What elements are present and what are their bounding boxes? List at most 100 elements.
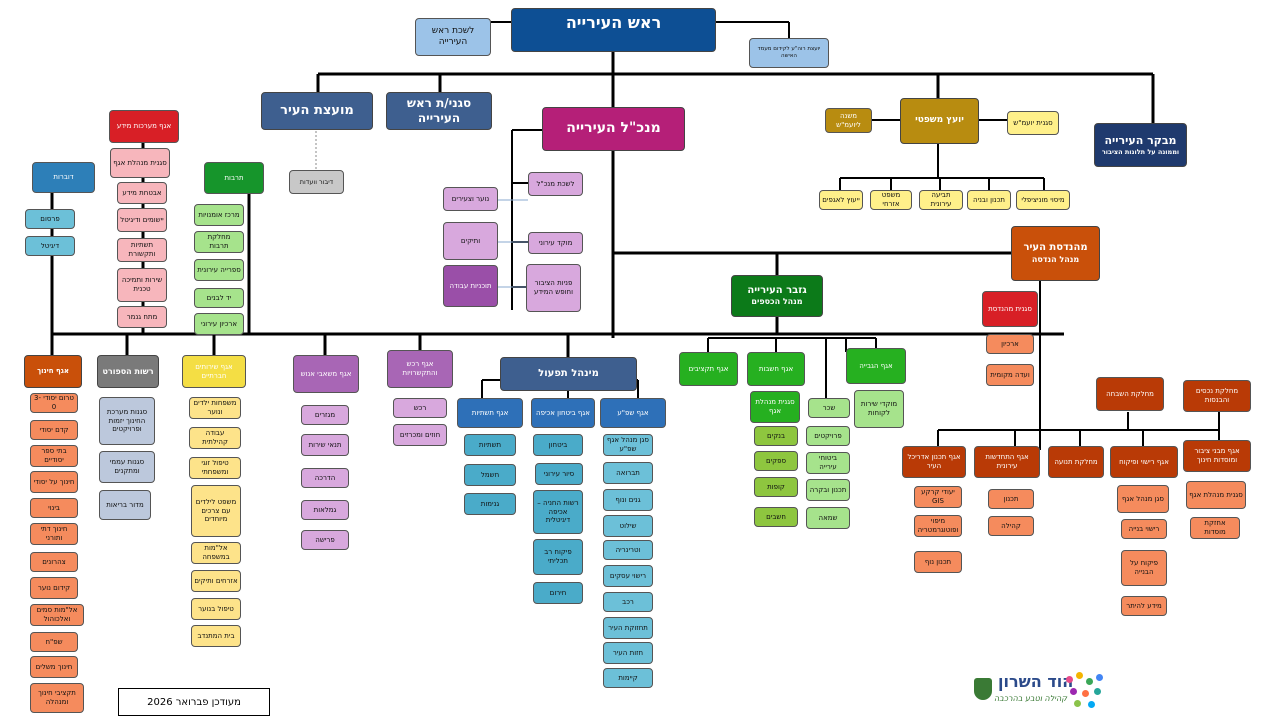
spokes-pr-box[interactable]: פרסום: [25, 209, 75, 229]
accounts-deputy-box[interactable]: סגנית מנהלת אגף: [750, 391, 800, 423]
education-box[interactable]: אגף חינוך: [24, 355, 82, 388]
deputy-mayor-box[interactable]: סגני/ת ראש העירייה: [386, 92, 492, 130]
legal-sub-agencies[interactable]: ייעוץ לאגפים: [819, 190, 863, 210]
info-infra-box[interactable]: תשתיות ותקשורת: [117, 238, 167, 262]
edu-building-box[interactable]: בינוי: [30, 498, 78, 518]
legal-advisor-box[interactable]: יועץ משפטי: [900, 98, 979, 144]
culture-memorial-box[interactable]: יד לבנים: [194, 288, 244, 308]
procure-purchase-box[interactable]: רכש: [393, 398, 447, 418]
eng-archive-box[interactable]: ארכיון: [986, 334, 1034, 354]
treasurer-box[interactable]: גזבר העירייה מנהל הכספים: [731, 275, 823, 317]
fin-insurance-box[interactable]: ביטוחי עירייה: [806, 452, 850, 474]
plan-division-box[interactable]: אגף תכנון אדריכל העיר: [902, 446, 966, 478]
improvement-dept-box[interactable]: מחלקת השבחה: [1096, 377, 1164, 411]
edu-religious-box[interactable]: חינוך דתי ותורני: [30, 523, 78, 545]
hr-conditions-box[interactable]: תנאי שירות: [301, 434, 349, 456]
legal-sub-civil[interactable]: משפט אזרחי: [870, 190, 912, 210]
welfare-special-needs-box[interactable]: משפט לילדים עם צרכים מיוחדים: [191, 485, 241, 537]
sport-facilities-box[interactable]: סגנות עממי ומתקנים: [99, 451, 155, 483]
edu-youth-box[interactable]: קידום נוער: [30, 577, 78, 599]
ceo-veterans-box[interactable]: ותיקים: [443, 222, 498, 260]
lic-inspection-box[interactable]: פיקוח על הבנייה: [1121, 550, 1167, 586]
traffic-dept-box[interactable]: מחלקת תנועה: [1048, 446, 1104, 478]
council-committees-box[interactable]: דיבור וועדות: [289, 170, 344, 194]
budget-division-box[interactable]: אגף תקציבים: [679, 352, 738, 386]
plan-gis-box[interactable]: יעודי קרקע GIS: [914, 486, 962, 508]
renewal-planning-box[interactable]: תכנון: [988, 489, 1034, 509]
welfare-families-box[interactable]: משפחות ילדים ונוער: [189, 397, 241, 419]
hr-retirement-box[interactable]: פרישה: [301, 530, 349, 550]
sport-health-box[interactable]: מדור בריאות: [99, 490, 151, 520]
spokes-digital-box[interactable]: דיגיטל: [25, 236, 75, 256]
plan-landscape-box[interactable]: תכנון נוף: [914, 551, 962, 573]
edu-psych-box[interactable]: שפ"ח: [30, 632, 78, 652]
welfare-youth-box[interactable]: טיפול בנוער: [191, 598, 241, 620]
edu-afterschool-box[interactable]: צהרונים: [30, 552, 78, 572]
ops-env-2-box[interactable]: תברואה: [603, 462, 653, 484]
culture-box[interactable]: תרבות: [204, 162, 264, 194]
ops-infra-3-box[interactable]: גנימות: [464, 493, 516, 515]
urban-renewal-box[interactable]: אגף התחדשות עירונית: [974, 446, 1040, 478]
culture-archive-box[interactable]: ארכיון עירוני: [194, 313, 244, 335]
info-security-box[interactable]: אבטחת מידע: [117, 182, 167, 204]
info-vice-box[interactable]: סגנית מנהלת אגף: [110, 148, 170, 178]
ceo-hotline-box[interactable]: מוקד עירוני: [528, 232, 583, 254]
edu-elementary-box[interactable]: בתי ספר יסודיים: [30, 445, 78, 467]
legal-sub-tax[interactable]: מיסוי מוניציפלי: [1016, 190, 1070, 210]
edu-preschool03-box[interactable]: טרום יסודי 3-0: [30, 393, 78, 413]
welfare-community-box[interactable]: עבודה קהילתית: [189, 427, 241, 449]
info-support-box[interactable]: שירות ותמיכה טכנית: [117, 268, 167, 302]
ceo-workplans-box[interactable]: תוכניות עבודה: [443, 265, 498, 307]
hr-training-box[interactable]: הדרכה: [301, 468, 349, 488]
ops-sec-4-box[interactable]: פיקוח רב תכליתי: [533, 539, 583, 575]
welfare-volunteer-box[interactable]: בית המתנדב: [191, 625, 241, 647]
fin-cash-box[interactable]: קופות: [754, 477, 798, 497]
ops-security-box[interactable]: אגף ביטחון אכיפה: [531, 398, 595, 428]
ops-env-4-box[interactable]: שילוט: [603, 515, 653, 537]
hr-pensions-box[interactable]: גמלאות: [301, 500, 349, 520]
licensing-box[interactable]: אגף רישוי ופיקוח: [1110, 446, 1178, 478]
ops-environment-box[interactable]: אגף שפ"ע: [600, 398, 666, 428]
culture-arts-box[interactable]: מרכז אומנויות: [194, 204, 244, 226]
ops-infra-2-box[interactable]: חשמל: [464, 464, 516, 486]
welfare-couples-box[interactable]: טיפול זוגי ומשפחתי: [189, 457, 241, 479]
ops-sec-5-box[interactable]: חירום: [533, 582, 583, 604]
fin-projects-box[interactable]: פרויקטים: [806, 426, 850, 446]
eng-committee-box[interactable]: ועדה מקומית: [986, 364, 1034, 386]
legal-vice-box[interactable]: סגנית יועמ"ש: [1007, 111, 1059, 135]
culture-dept-box[interactable]: מחלקת תרבות: [194, 231, 244, 253]
welfare-domestic-box[interactable]: אל"מות במשפחה: [191, 542, 241, 564]
hr-sectors-box[interactable]: מגזרים: [301, 405, 349, 425]
fin-suppliers-box[interactable]: ספקים: [754, 451, 798, 471]
fin-accounting-box[interactable]: חשבים: [754, 507, 798, 527]
buildings-deputy-box[interactable]: סגנית מנהלת אגף: [1186, 481, 1246, 509]
ops-env-5-box[interactable]: וטרינריה: [603, 540, 653, 560]
women-advisor-box[interactable]: יועצת רוה"ע לקידום מעמד האישה: [749, 38, 829, 68]
fin-wages-box[interactable]: שכר: [808, 398, 850, 418]
welfare-seniors-box[interactable]: אזרחים ותיקים: [191, 570, 241, 592]
ops-infra-1-box[interactable]: תשתיות: [464, 434, 516, 456]
ops-env-10-box[interactable]: קיימות: [603, 668, 653, 688]
sport-projects-box[interactable]: סגנות מערכת החינוך יזמות ופרויקטים: [99, 397, 155, 445]
lic-deputy-box[interactable]: סגן מנהל אגף: [1117, 485, 1169, 513]
ceo-box[interactable]: מנכ"ל העירייה: [542, 107, 685, 151]
info-systems-box[interactable]: אגף מערכות מידע: [109, 110, 179, 143]
engineer-box[interactable]: מהנדסת העיר מנהל הנדסה: [1011, 226, 1100, 281]
operations-box[interactable]: מינהל תפעול: [500, 357, 637, 391]
ops-sec-3-box[interactable]: רשות החניה – אכיפה דיגיטלית: [533, 490, 583, 534]
sports-authority-box[interactable]: רשות הספורט: [97, 355, 159, 388]
info-apps-box[interactable]: יישומים ודיגיטל: [117, 208, 167, 232]
legal-sub-planning[interactable]: תכנון ובניה: [967, 190, 1011, 210]
fin-valuation-box[interactable]: שמאה: [806, 507, 850, 529]
ceo-office-box[interactable]: לשכת מנכ"ל: [528, 172, 583, 196]
hr-box[interactable]: אגף משאבי אנוש: [293, 355, 359, 393]
welfare-box[interactable]: אגף שירותים חברתיים: [182, 355, 246, 388]
legal-sub-prosecution[interactable]: תביעה עירונית: [919, 190, 963, 210]
fin-service-box[interactable]: מוקדי שירות לקוחות: [854, 390, 904, 428]
public-buildings-box[interactable]: אגף מבני ציבור ומוסדות חינוך: [1183, 440, 1251, 472]
ops-infra-box[interactable]: אגף תשתיות: [457, 398, 523, 428]
ceo-public-inquiries-box[interactable]: פניות הציבור וחופש המידע: [526, 264, 581, 312]
spokesperson-box[interactable]: דוברות: [32, 162, 95, 193]
edu-secondary-box[interactable]: חינוך על יסודי: [30, 471, 78, 493]
ops-env-6-box[interactable]: רישוי עסקים: [603, 565, 653, 587]
